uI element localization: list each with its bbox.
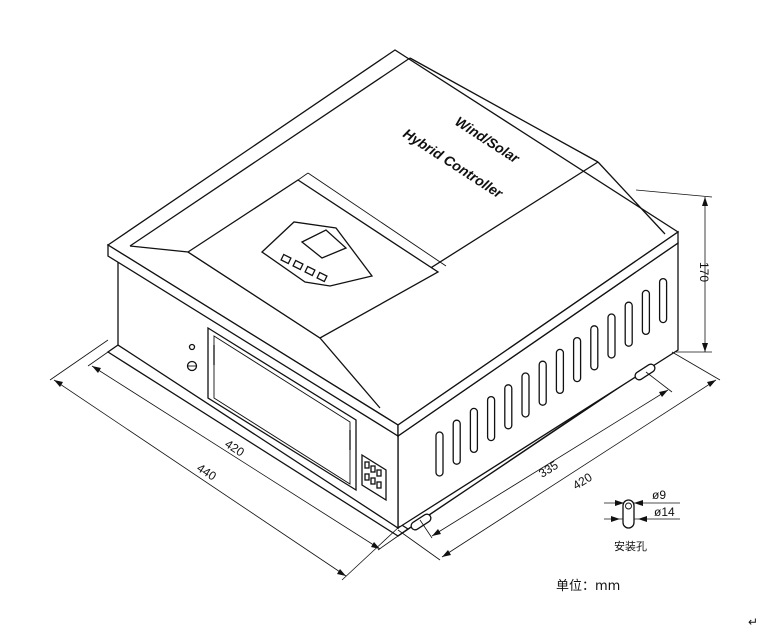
vent-fin (452, 419, 461, 465)
lid-ridge-right (597, 161, 666, 235)
dim-front-outer-label: 440 (194, 461, 219, 484)
switch-1[interactable] (364, 461, 370, 469)
display-band-edge (297, 172, 309, 181)
unit-label: 单位：mm (556, 579, 620, 594)
switch-2[interactable] (370, 465, 376, 473)
dim-side-depth-label: 420 (570, 470, 595, 493)
hole-label: 安装孔 (614, 539, 647, 553)
vent-fin (469, 407, 479, 454)
vent-fin (641, 289, 651, 336)
dim-front-inner-label: 420 (222, 437, 247, 460)
switch-4[interactable] (364, 473, 370, 481)
switch-6[interactable] (376, 481, 382, 489)
vent-fin (486, 395, 496, 442)
vent-fin (607, 313, 616, 359)
vent-fin (435, 431, 444, 477)
return-mark: ↵ (748, 615, 758, 629)
dim-side-spacing-label: 335 (536, 458, 561, 481)
panel-button-3[interactable] (304, 265, 316, 277)
ventilation-fins (435, 277, 668, 477)
vent-fin (521, 372, 530, 418)
indicator-led (188, 343, 196, 351)
panel-button-1[interactable] (280, 253, 292, 265)
keyhole-head-icon (625, 502, 632, 510)
lid-side-lip (397, 230, 679, 438)
switch-3[interactable] (376, 469, 382, 477)
lid-top-edge (409, 57, 599, 163)
switch-5[interactable] (370, 477, 376, 485)
enclosure-body (106, 49, 680, 537)
hole-outer-diameter: ø14 (654, 505, 675, 519)
front-access-window-inner (213, 335, 351, 485)
vent-fin (538, 360, 547, 406)
display-band-edge-2 (307, 172, 447, 267)
dimension-height: 170 (635, 189, 713, 353)
vent-fin (504, 384, 513, 430)
mounting-slot-right (634, 363, 656, 381)
vent-fin (572, 336, 582, 383)
vent-fin (658, 277, 668, 324)
keyhole-slot-icon (622, 499, 635, 529)
dim-height-label: 170 (697, 262, 711, 282)
hole-inner-diameter: ø9 (652, 488, 666, 502)
vent-fin (555, 348, 565, 395)
lid-ridge-left (129, 57, 411, 247)
vent-fin (624, 301, 633, 347)
lcd-screen[interactable] (300, 229, 348, 259)
panel-button-2[interactable] (292, 259, 304, 271)
panel-button-4[interactable] (316, 271, 328, 283)
front-access-window (207, 326, 357, 492)
mounting-hole-detail: ø9 ø14 安装孔 (604, 488, 680, 553)
vent-fin (590, 325, 599, 371)
